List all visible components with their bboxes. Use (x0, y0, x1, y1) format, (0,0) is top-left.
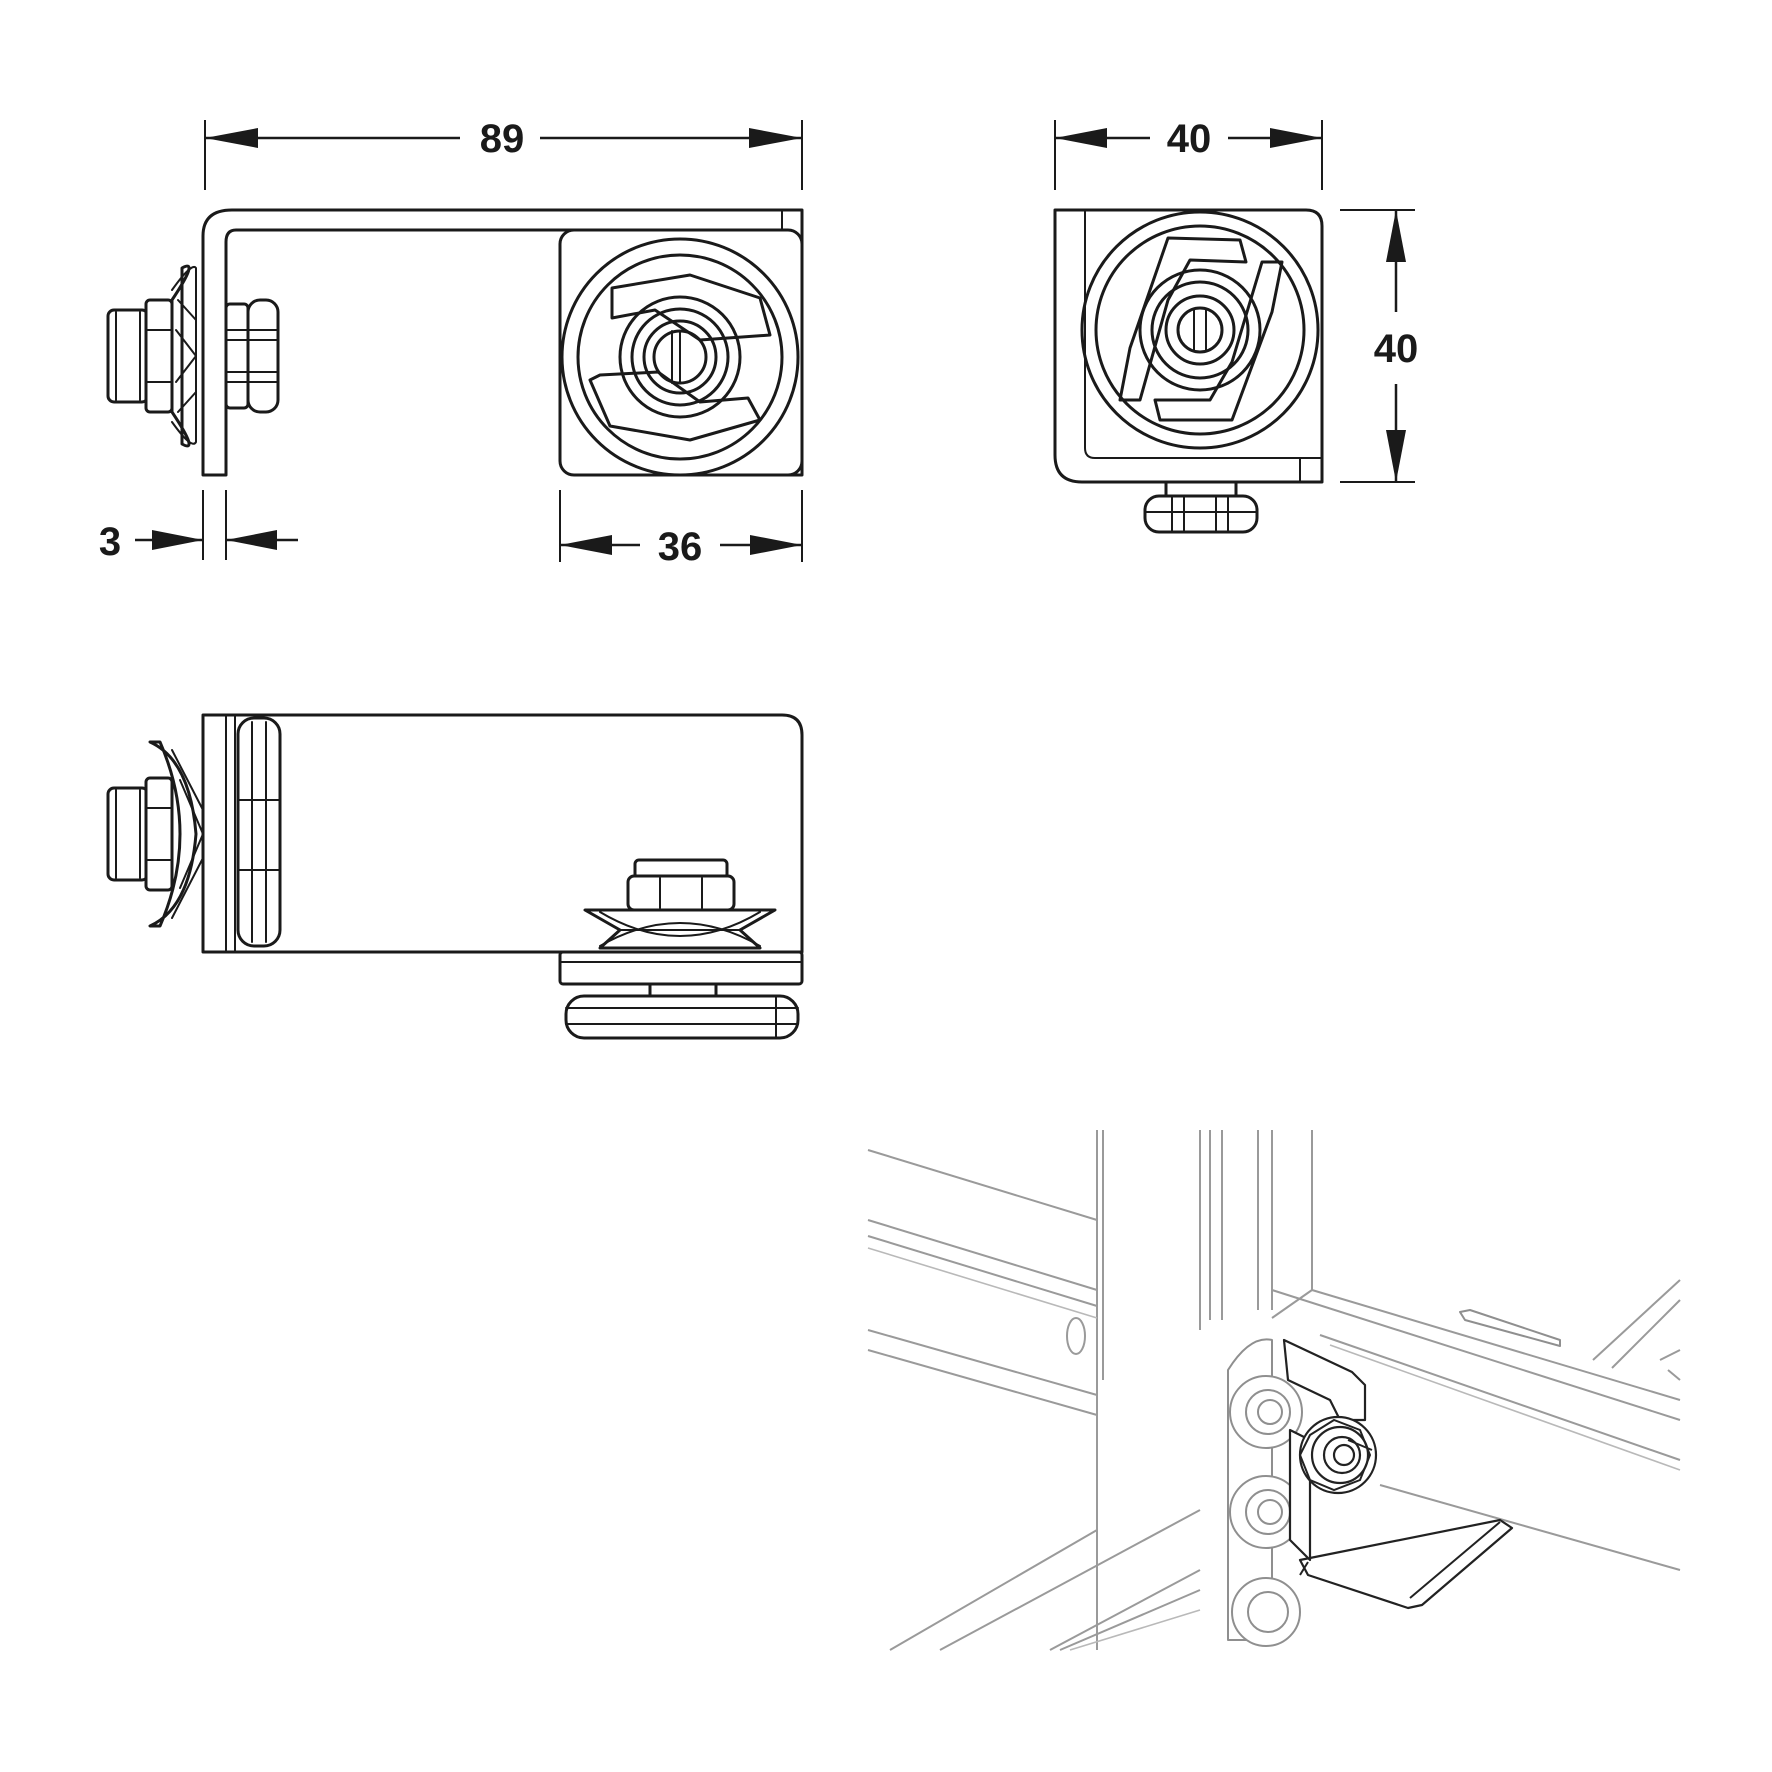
dimension-end-height-label: 40 (1374, 327, 1419, 371)
dimension-thickness-label: 3 (99, 520, 121, 564)
clamp-knob-side (224, 298, 280, 414)
clamp-knob-top-bottom (564, 982, 800, 1040)
hex-nut-left (106, 264, 197, 448)
hex-nut-top-left (106, 740, 204, 928)
dimension-end-width: 40 (1054, 117, 1323, 190)
end-body (1053, 208, 1324, 484)
cam-end (1080, 210, 1320, 450)
cam-plate-side (558, 228, 804, 477)
top-bottom-plate (558, 950, 804, 986)
hex-nut-top-bottom (583, 858, 777, 950)
dimension-length: 89 (204, 117, 803, 190)
clamp-knob-top (236, 716, 282, 948)
dimension-plate-width-label: 36 (658, 525, 703, 569)
dimension-end-height: 40 (1340, 209, 1419, 483)
side-view: 89 (99, 117, 804, 569)
bracket-installed (1282, 1338, 1514, 1610)
dimension-thickness: 3 (99, 490, 298, 564)
dimension-end-width-label: 40 (1167, 117, 1212, 161)
dimension-plate-width: 36 (559, 490, 803, 569)
dimension-length-label: 89 (480, 117, 525, 161)
clamp-knob-end (1143, 480, 1259, 534)
frame-bolts (1227, 1338, 1303, 1647)
installation-view (867, 1130, 1681, 1651)
end-view: 40 40 (1053, 117, 1419, 534)
top-view (106, 713, 804, 1040)
